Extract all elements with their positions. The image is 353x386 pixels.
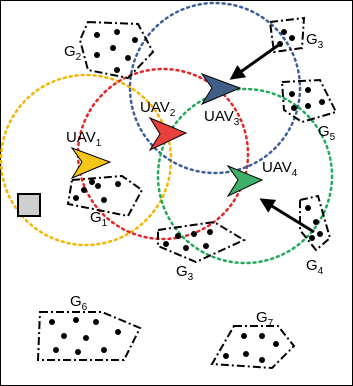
uav2-label: UAV2 [140, 99, 176, 119]
uav3-label: UAV3 [204, 108, 240, 128]
uav4-label: UAV4 [262, 159, 298, 179]
group-g2-label: G2 [64, 43, 82, 63]
group-g6-outline [36, 311, 142, 361]
group-g3-bottom-outline [157, 220, 247, 264]
uav1-icon [70, 146, 112, 180]
group-g5-outline [280, 78, 338, 124]
uav4-movement-arrow [259, 198, 315, 234]
group-g3-bottom-label: G3 [176, 263, 194, 283]
uav4-coverage-circle [156, 87, 334, 265]
group-g2-outline [78, 20, 155, 80]
uav4-icon [226, 164, 264, 198]
group-g7-label: G7 [256, 309, 274, 329]
group-g4-label: G4 [306, 257, 324, 277]
group-g6-label: G6 [70, 293, 88, 313]
uav3-icon [200, 72, 242, 106]
group-g3-top-label: G3 [306, 31, 324, 51]
uav2-icon [148, 116, 188, 152]
group-g4-outline [299, 194, 332, 252]
group-g7-outline [210, 325, 296, 370]
ground-users [49, 29, 325, 363]
group-g5-label: G5 [318, 123, 336, 143]
group-g1-outline [66, 174, 144, 218]
base-station-icon [17, 193, 41, 217]
uav3-movement-arrow [229, 42, 281, 80]
uav3-coverage-circle [128, 1, 302, 175]
group-g1-label: G1 [90, 209, 108, 229]
group-g3-top-outline [268, 16, 306, 54]
uav1-label: UAV1 [66, 129, 102, 149]
